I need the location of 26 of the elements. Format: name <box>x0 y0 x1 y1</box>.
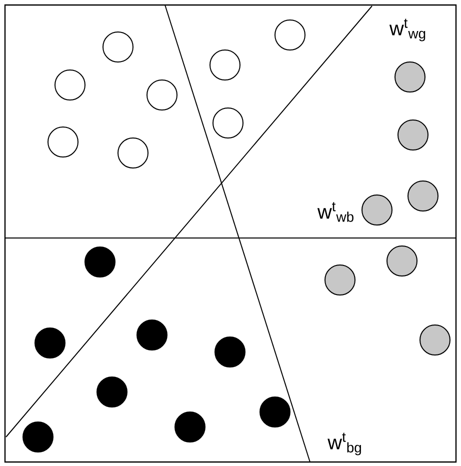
data-point <box>260 396 290 428</box>
data-point <box>420 324 450 356</box>
line-label: w$^{t}$wb <box>316 201 356 223</box>
data-point <box>48 126 78 158</box>
data-point <box>102 32 134 62</box>
data-point <box>22 422 54 452</box>
data-point <box>386 246 418 276</box>
data-point <box>214 336 246 368</box>
data-point <box>210 50 240 80</box>
data-point <box>54 70 86 100</box>
data-point <box>362 194 392 226</box>
line-label: w$^{t}$wg <box>388 18 428 42</box>
line-label: w$^{t}$bg <box>326 432 364 456</box>
data-point <box>96 376 128 408</box>
data-point <box>84 246 116 278</box>
data-point <box>136 320 168 350</box>
data-point <box>146 80 178 110</box>
data-point <box>274 20 306 50</box>
data-point <box>212 108 244 138</box>
data-point <box>394 62 426 92</box>
data-point <box>398 120 428 150</box>
data-point <box>118 138 148 168</box>
data-point <box>174 412 206 442</box>
data-point <box>34 328 66 358</box>
data-point <box>324 264 356 296</box>
data-point <box>408 180 438 212</box>
